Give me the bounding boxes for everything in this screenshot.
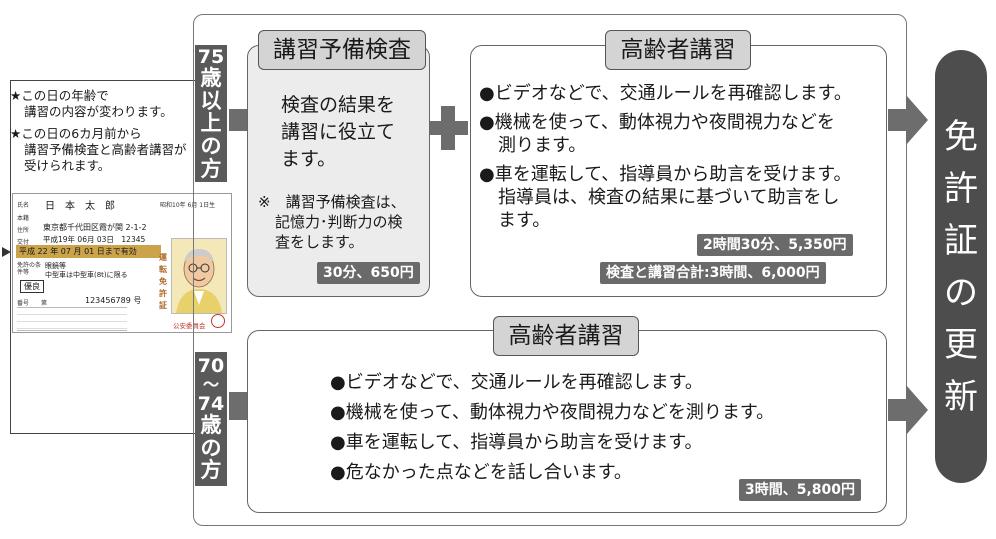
license-cond-label: 免許の条件等: [17, 262, 42, 276]
age-label-tilde: 〜: [202, 375, 219, 395]
note-line: 講習予備検査と高齢者講習が: [24, 142, 187, 157]
license-photo: [171, 238, 227, 314]
age-label-70-74: 70 〜 74 歳 の 方: [195, 352, 227, 486]
note-line: 受けられます。: [24, 158, 111, 173]
seal-icon: [211, 314, 225, 328]
license-side-text: 運転免許証: [159, 253, 167, 310]
license-renewal-pill: 免 許 証 の 更 新: [935, 50, 987, 483]
arrow-right-icon: [888, 95, 928, 145]
senior-course-70-bullets: ●ビデオなどで、交通ルールを再確認します。 ●機械を使って、動体視力や夜間視力な…: [330, 368, 774, 488]
senior-course-70-price: 3時間、5,800円: [739, 479, 862, 501]
body-line: 講習に役立て: [281, 121, 396, 143]
senior-course-75-title: 高齢者講習: [605, 30, 751, 70]
bullet-item: ●ビデオなどで、交通ルールを再確認します。: [479, 83, 852, 104]
bullet-item: ます。: [498, 210, 551, 231]
age-label-char: 上: [200, 111, 222, 136]
license-number: 123456789 号: [85, 296, 142, 305]
flow-frame: [193, 14, 907, 526]
age-label-char: 以: [200, 88, 222, 113]
note-line: ★この日の年齢で: [10, 88, 109, 103]
senior-course-75-bullets: ●ビデオなどで、交通ルールを再確認します。 ●機械を使って、動体視力や夜間視力な…: [479, 82, 852, 232]
license-cond2: 中型車は中型車(8t)に限る: [45, 271, 128, 279]
arrow-right-icon: [888, 385, 928, 435]
combined-total: 検査と講習合計:3時間、6,000円: [600, 262, 826, 284]
age-label-char: 方: [200, 156, 222, 181]
plus-icon: [428, 106, 468, 150]
preliminary-test-title: 講習予備検査: [258, 30, 426, 70]
note-line: ★この日の6カ月前から: [10, 126, 142, 141]
connector-line: [10, 433, 195, 434]
bullet-item: ●機械を使って、動体視力や夜間視力などを: [479, 112, 835, 133]
bullet-item: ●機械を使って、動体視力や夜間視力などを測ります。: [330, 402, 775, 423]
renewal-char: 免: [944, 116, 978, 157]
age-label-number: 70: [197, 354, 225, 377]
note-line: ※ 講習予備検査は、: [258, 193, 406, 211]
license-card: 氏名 日 本 太 郎 昭和10年 6月 1日生 本籍 住所 東京都千代田区霞が関…: [12, 193, 232, 333]
license-birth: 昭和10年 6月 1日生: [160, 202, 216, 209]
license-number-prefix: 第: [41, 300, 48, 307]
bullet-item: ●車を運転して、指導員から助言を受けます。: [330, 432, 703, 453]
age-label-char: の: [200, 134, 222, 159]
license-number-label: 番号: [17, 300, 30, 307]
preliminary-test-body: 検査の結果を 講習に役立て ます。: [281, 92, 395, 173]
license-issue-label: 交付: [17, 239, 30, 246]
body-line: ます。: [281, 148, 337, 170]
senior-course-75-price: 2時間30分、5,350円: [697, 234, 853, 256]
bullet-item: 指導員は、検査の結果に基づいて助言をし: [498, 187, 840, 208]
senior-course-70-title: 高齢者講習: [493, 316, 639, 356]
license-name-label: 氏名: [17, 202, 30, 209]
license-history-table: [17, 307, 127, 331]
age-label-char: 歳: [200, 413, 222, 438]
license-domicile-label: 本籍: [17, 215, 30, 222]
renewal-char: 証: [944, 220, 978, 261]
note-line: 査をします。: [275, 233, 364, 251]
bullet-item: 測ります。: [498, 135, 587, 156]
age-label-75-plus: 75 歳 以 上 の 方: [195, 45, 227, 182]
renewal-char: 許: [944, 168, 978, 209]
body-line: 検査の結果を: [281, 94, 396, 116]
license-name: 日 本 太 郎: [45, 201, 115, 212]
renewal-char: の: [944, 272, 978, 313]
license-authority: 公安委員会: [173, 322, 206, 330]
license-issue: 平成19年 06月 03日 12345: [43, 235, 146, 244]
connector-line: [10, 80, 195, 81]
preliminary-test-note: ※ 講習予備検査は、 記憶力･判断力の検 査をします。: [258, 192, 406, 252]
bullet-item: ●危なかった点などを話し合います。: [330, 462, 632, 483]
license-address: 東京都千代田区霞が関 2-1-2: [43, 223, 147, 232]
age-label-char: 方: [200, 458, 222, 483]
age-label-char: 歳: [200, 66, 222, 91]
license-address-label: 住所: [17, 227, 30, 234]
renewal-char: 更: [944, 324, 978, 365]
license-cond1: 眼鏡等: [45, 262, 66, 270]
bullet-item: ●ビデオなどで、交通ルールを再確認します。: [330, 372, 703, 393]
notes: ★この日の年齢で 講習の内容が変わります。 ★この日の6カ月前から 講習予備検査…: [10, 88, 190, 174]
license-expiry: 平成 22 年 07 月 01 日まで有効: [16, 245, 161, 258]
renewal-char: 新: [944, 376, 978, 417]
age-label-number: 74: [197, 392, 225, 415]
age-label-char: の: [200, 435, 222, 460]
bullet-item: ●車を運転して、指導員から助言を受けます。: [479, 164, 852, 185]
age-label-number: 75: [197, 45, 225, 68]
person-photo-icon: [176, 249, 222, 313]
note-line: 記憶力･判断力の検: [275, 213, 403, 231]
preliminary-test-price: 30分、650円: [317, 262, 420, 284]
note-line: 講習の内容が変わります。: [24, 104, 173, 119]
expiry-pointer-arrow-icon: [2, 247, 11, 257]
license-excellent: 優良: [20, 280, 44, 293]
